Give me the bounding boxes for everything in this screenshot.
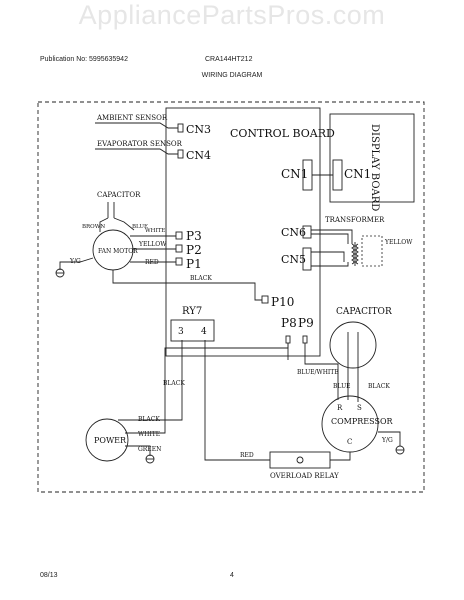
cn1-board-label: CN1 — [281, 167, 308, 181]
overload-relay-label: OVERLOAD RELAY — [270, 472, 339, 480]
transformer-yellow-label: YELLOW — [384, 239, 413, 246]
watermark: AppliancePartsPros.com — [78, 0, 386, 30]
p3-label: P3 — [186, 229, 202, 243]
publication-number: Publication No: 5995635942 — [40, 56, 128, 63]
fan-motor-label: FAN MOTOR — [98, 248, 138, 255]
diagram-border — [37, 101, 425, 493]
compressor-blue-label: BLUE — [333, 383, 351, 390]
display-board-label: DISPLAY BOARD — [369, 124, 380, 211]
cn4-label: CN4 — [186, 149, 211, 162]
p1-label: P1 — [186, 257, 202, 271]
overload-relay-box — [269, 451, 331, 469]
fan-blue-label: BLUE — [132, 224, 148, 230]
compressor-s-label: S — [357, 404, 362, 412]
ry7-label: RY7 — [182, 306, 202, 317]
cn5-label: CN5 — [281, 253, 306, 266]
p2-label: P2 — [186, 243, 202, 257]
page-title: WIRING DIAGRAM — [201, 72, 263, 79]
compressor-r-label: R — [337, 404, 343, 412]
compressor-c-label: C — [347, 438, 352, 446]
fan-brown-label: BROWN — [82, 224, 105, 230]
cn1-display-label: CN1 — [344, 167, 371, 181]
transformer-label: TRANSFORMER — [325, 216, 385, 224]
p10-black-label: BLACK — [190, 275, 212, 282]
model-number: CRA144HT212 — [205, 56, 253, 63]
power-circle — [85, 418, 129, 462]
control-board-box — [165, 107, 321, 357]
p9-label: P9 — [298, 316, 314, 330]
compressor-capacitor-label: CAPACITOR — [336, 307, 392, 317]
compressor-black-label: BLACK — [368, 383, 390, 390]
fan-capacitor-label: CAPACITOR — [97, 191, 141, 199]
compressor-label: COMPRESSOR — [331, 417, 393, 426]
fan-yellow-label: YELLOW — [138, 241, 167, 248]
footer-page: 4 — [230, 572, 234, 579]
ry7-box — [170, 319, 215, 342]
power-white-label: WHITE — [138, 431, 160, 438]
power-black-label: BLACK — [138, 416, 160, 423]
compressor-capacitor-circle — [329, 321, 377, 369]
fan-red-label: RED — [145, 259, 159, 266]
display-board-box — [329, 113, 415, 203]
ry7-pin3: 3 — [178, 327, 184, 337]
cn6-label: CN6 — [281, 226, 306, 239]
control-board-label: CONTROL BOARD — [230, 127, 335, 140]
ry7-black-label: BLACK — [163, 380, 185, 387]
fan-white-label: WHITE — [145, 228, 165, 234]
overload-red-label: RED — [240, 452, 254, 459]
p10-label: P10 — [271, 295, 294, 309]
ambient-sensor-label: AMBIENT SENSOR — [96, 114, 168, 122]
compressor-ground-label: Y/G — [381, 437, 393, 444]
footer-date: 08/13 — [40, 572, 58, 579]
p8-label: P8 — [281, 316, 297, 330]
cn3-label: CN3 — [186, 123, 211, 136]
power-label: POWER — [94, 436, 127, 445]
fan-ground-label: Y/G — [69, 258, 81, 265]
evaporator-sensor-label: EVAPORATOR SENSOR — [97, 140, 183, 148]
blue-white-label: BLUE/WHITE — [297, 369, 339, 376]
ry7-pin4: 4 — [201, 327, 207, 337]
